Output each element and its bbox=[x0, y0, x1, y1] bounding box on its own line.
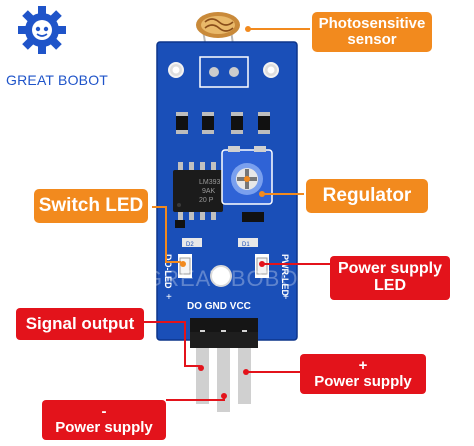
potentiometer bbox=[221, 146, 273, 205]
svg-text:DO-LED: DO-LED bbox=[163, 254, 173, 289]
svg-text:PWR-LED: PWR-LED bbox=[280, 254, 290, 296]
power-supply-led-label: Power supply LED bbox=[330, 256, 450, 300]
comparator-chip: LM393 9AK 20 P bbox=[173, 162, 223, 220]
brand-watermark: GREAT BOBOT bbox=[145, 266, 313, 291]
signal-output-label: Signal output bbox=[16, 308, 144, 340]
svg-text:9AK: 9AK bbox=[202, 188, 216, 195]
photosensitive-sensor-label: Photosensitive sensor bbox=[310, 10, 434, 54]
svg-text:LM393: LM393 bbox=[199, 179, 221, 186]
svg-text:D1: D1 bbox=[242, 242, 250, 248]
svg-text:D2: D2 bbox=[186, 242, 194, 248]
svg-text:20 P: 20 P bbox=[199, 197, 214, 204]
minus-power-supply-label: - Power supply bbox=[42, 400, 166, 440]
svg-text:DO GND VCC: DO GND VCC bbox=[187, 301, 251, 312]
resistors bbox=[176, 112, 270, 134]
brand-name: GREAT BOBOT bbox=[6, 72, 109, 88]
mounting-hole bbox=[210, 265, 232, 287]
plus-power-supply-label: + Power supply bbox=[300, 354, 426, 394]
regulator-label: Regulator bbox=[304, 177, 430, 215]
svg-text:+: + bbox=[166, 292, 172, 303]
switch-led-label: Switch LED bbox=[32, 187, 150, 225]
svg-text:+: + bbox=[283, 292, 289, 303]
